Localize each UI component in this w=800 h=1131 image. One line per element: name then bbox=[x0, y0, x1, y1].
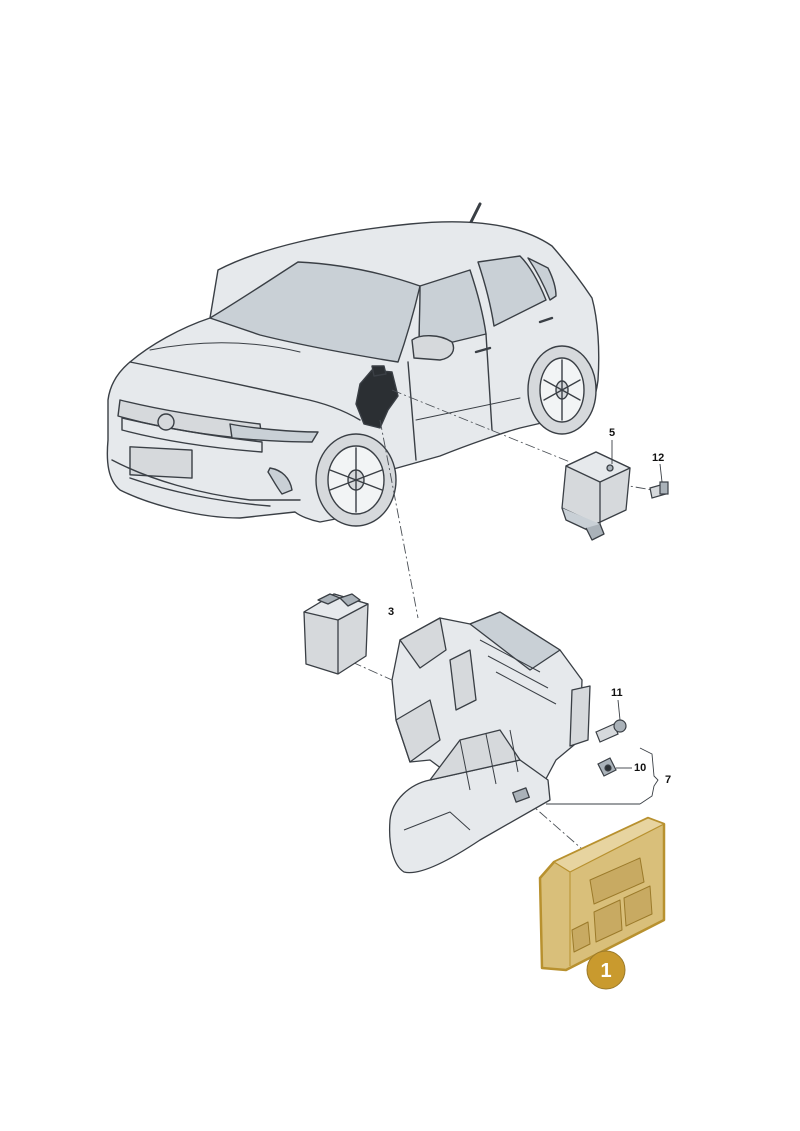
mounting-bracket-icon bbox=[388, 611, 591, 874]
screw-icon bbox=[649, 463, 669, 499]
callout-10: 10 bbox=[634, 762, 646, 774]
clip-nut-icon bbox=[597, 757, 632, 777]
callout-1: 1 bbox=[600, 960, 611, 982]
callout-1-badge: 1 bbox=[586, 950, 626, 990]
callout-3: 3 bbox=[388, 606, 394, 618]
screw-icon bbox=[595, 699, 627, 743]
callout-11: 11 bbox=[611, 687, 623, 699]
highlighted-control-unit-icon bbox=[538, 816, 666, 972]
control-module-icon bbox=[561, 440, 631, 541]
control-unit-icon bbox=[303, 593, 369, 675]
group-bracket-7 bbox=[546, 747, 659, 805]
callout-5: 5 bbox=[609, 427, 615, 439]
callout-12: 12 bbox=[652, 452, 664, 464]
car-illustration bbox=[106, 202, 600, 527]
callout-7: 7 bbox=[665, 774, 671, 786]
